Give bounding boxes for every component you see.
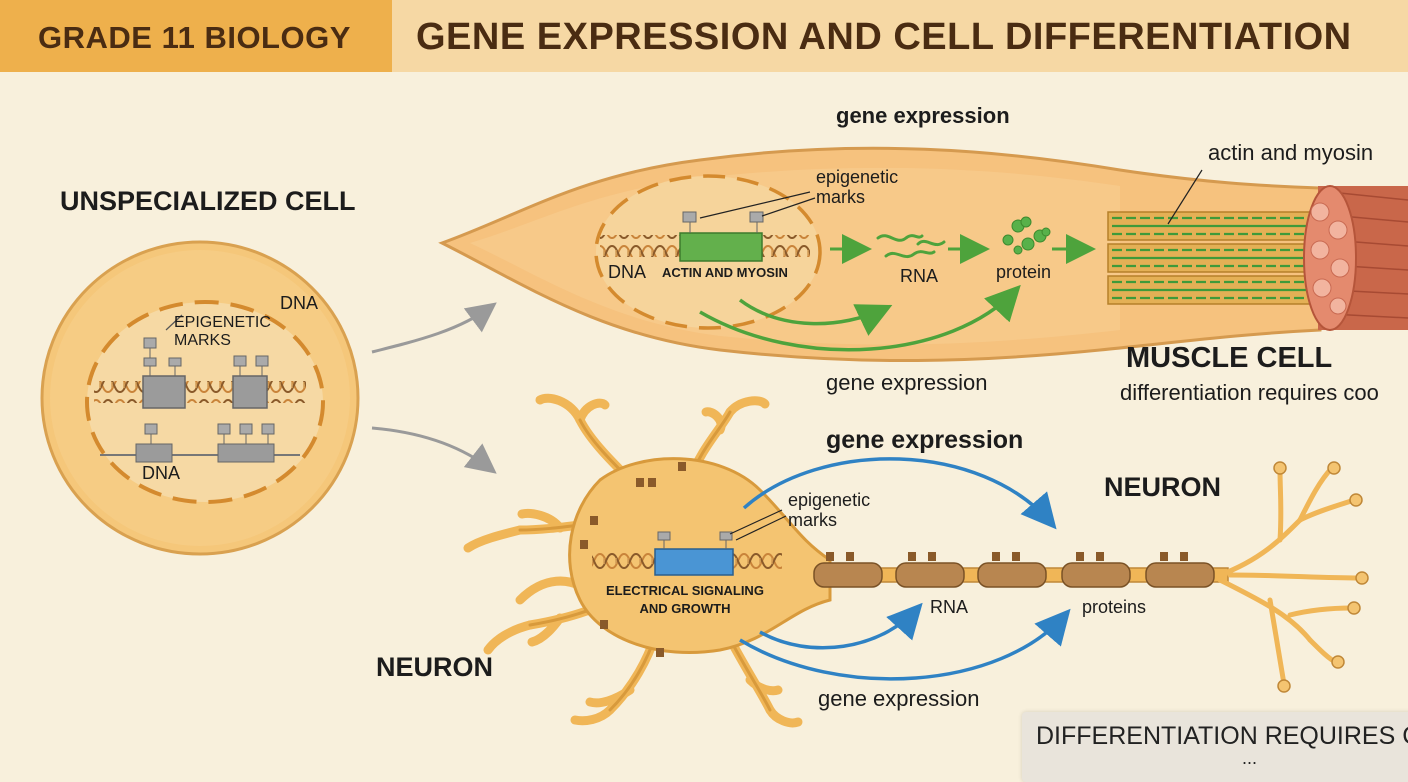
axon-terminals (1217, 465, 1363, 687)
muscle-dna-label: DNA (608, 262, 647, 282)
muscle-cell (438, 146, 1408, 363)
gene-block (217, 423, 275, 463)
muscle-epigenetic-label: epigenetic marks (816, 167, 899, 207)
page-title: GENE EXPRESSION AND CELL DIFFERENTIATION (416, 16, 1352, 58)
header-bar: GRADE 11 BIOLOGY GENE EXPRESSION AND CEL… (0, 0, 1408, 72)
neuron-title-right: NEURON (1104, 472, 1222, 502)
muscle-cell-title: MUSCLE CELL (1126, 342, 1333, 374)
gene-block (142, 337, 186, 409)
terminal-buttons (1273, 461, 1369, 693)
differentiation-arrow-neuron (371, 426, 497, 474)
gene-block (232, 355, 269, 409)
myofibril-bundle (1107, 211, 1319, 305)
gene-block (135, 423, 173, 463)
neuron-proteins-label: proteins (1082, 597, 1147, 617)
actin-myosin-gene-label: ACTIN AND MYOSIN (662, 265, 788, 280)
neuron-title-left: NEURON (376, 652, 494, 682)
muscle-fiber-end (1303, 185, 1408, 331)
signaling-gene (654, 548, 734, 576)
differentiation-note: DIFFERENTIATION REQUIRES COO ... (1022, 712, 1408, 782)
neuron-gene-expression-title: gene expression (826, 426, 1024, 454)
muscle-gene-expression-title: gene expression (836, 103, 1010, 128)
neuron-gene-expression-bottom: gene expression (818, 686, 980, 711)
signaling-gene-label: ELECTRICAL SIGNALING AND GROWTH (606, 583, 764, 616)
unspecialized-epigenetic-label: EPIGENETIC MARKS (174, 314, 271, 349)
diagram-canvas (40, 146, 1408, 728)
rna-strands (876, 234, 946, 259)
neuron-epigenetic-label: epigenetic marks (788, 490, 871, 530)
unspecialized-cell-title: UNSPECIALIZED CELL (60, 186, 356, 216)
muscle-rna-label: RNA (900, 266, 939, 286)
differentiation-note-ellipsis: ... (1242, 748, 1258, 768)
muscle-protein-label: protein (996, 262, 1052, 282)
neuron-cell (463, 393, 1369, 728)
actin-myosin-label: actin and myosin (1208, 140, 1374, 165)
grade-label: GRADE 11 BIOLOGY (38, 20, 351, 55)
muscle-gene-expression-bottom: gene expression (826, 370, 988, 395)
actin-myosin-gene (679, 232, 763, 262)
differentiation-note-text: DIFFERENTIATION REQUIRES COO (1036, 722, 1408, 750)
neuron-rna-label: RNA (930, 597, 969, 617)
grade-badge: GRADE 11 BIOLOGY (0, 0, 392, 72)
unspecialized-dna-label: DNA (280, 293, 319, 313)
differentiation-arrow-muscle (371, 302, 497, 354)
myelin-sheath (813, 562, 1215, 588)
dna-strand (94, 381, 306, 403)
unspecialized-cell (40, 240, 360, 556)
protein-blobs (1002, 216, 1051, 255)
muscle-differentiation-caption: differentiation requires coo (1120, 380, 1379, 405)
unspecialized-dna-label-bottom: DNA (142, 463, 181, 483)
